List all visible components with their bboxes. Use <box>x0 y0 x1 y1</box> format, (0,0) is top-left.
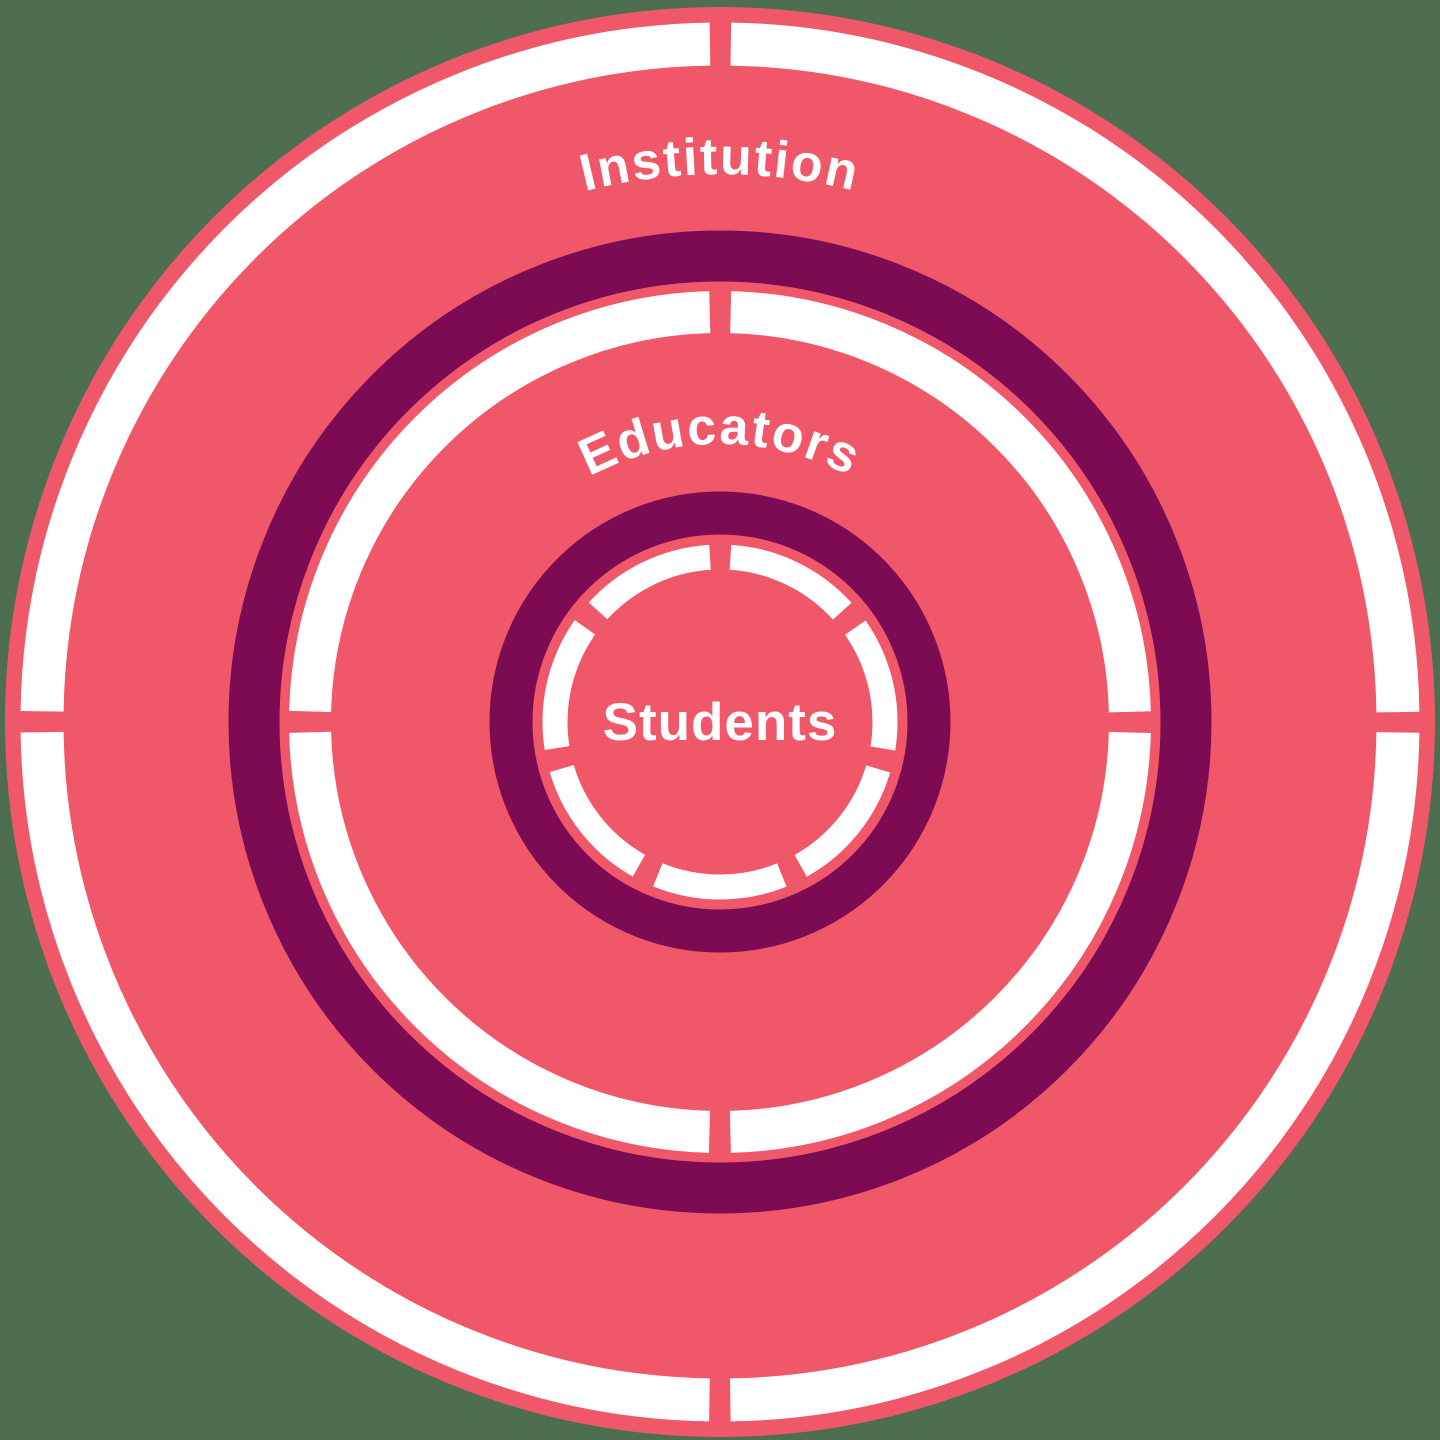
educators-boundary-ring <box>228 230 1212 1214</box>
inner-segmented-ring <box>542 544 898 900</box>
students-label: Students <box>603 693 838 752</box>
institution-disc <box>5 7 1435 1437</box>
students-boundary-ring <box>489 491 951 953</box>
